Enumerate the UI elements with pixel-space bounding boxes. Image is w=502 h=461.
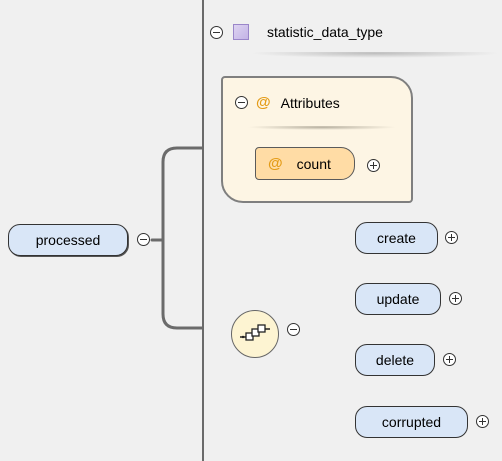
attributes-divider: [247, 126, 397, 130]
type-divider: [250, 52, 500, 58]
collapse-icon[interactable]: [137, 233, 150, 246]
collapse-icon[interactable]: [210, 25, 223, 39]
sequence-compositor-icon: [240, 324, 270, 341]
attribute-icon: @: [256, 94, 271, 111]
element-create[interactable]: create: [355, 222, 438, 254]
sequence-compositor[interactable]: [231, 310, 279, 358]
element-label: processed: [35, 232, 101, 248]
attributes-panel: @ Attributes @ count: [221, 76, 413, 203]
element-update[interactable]: update: [355, 283, 441, 315]
attributes-header: @ Attributes: [235, 94, 340, 111]
attribute-count[interactable]: @ count: [255, 147, 355, 180]
expand-icon[interactable]: [476, 415, 489, 428]
element-label: corrupted: [381, 414, 442, 430]
element-processed[interactable]: processed: [8, 224, 128, 256]
attribute-name: count: [296, 155, 331, 172]
connector-attributes: [161, 146, 224, 242]
attribute-icon: @: [268, 155, 283, 172]
element-label: create: [377, 230, 416, 246]
collapse-icon[interactable]: [287, 323, 300, 336]
type-header: statistic_data_type: [210, 20, 383, 44]
element-label: update: [376, 291, 420, 307]
connector-sequence: [161, 238, 233, 330]
element-corrupted[interactable]: corrupted: [355, 406, 468, 438]
element-label: delete: [375, 352, 415, 368]
complex-type-panel: statistic_data_type: [202, 0, 502, 461]
attributes-title: Attributes: [280, 94, 340, 111]
complex-type-icon: [233, 24, 249, 40]
collapse-icon[interactable]: [235, 96, 248, 109]
expand-icon[interactable]: [445, 231, 458, 244]
element-delete[interactable]: delete: [355, 344, 435, 376]
type-name: statistic_data_type: [267, 24, 383, 40]
expand-icon[interactable]: [449, 292, 462, 305]
expand-icon[interactable]: [367, 159, 380, 172]
expand-icon[interactable]: [443, 353, 456, 366]
